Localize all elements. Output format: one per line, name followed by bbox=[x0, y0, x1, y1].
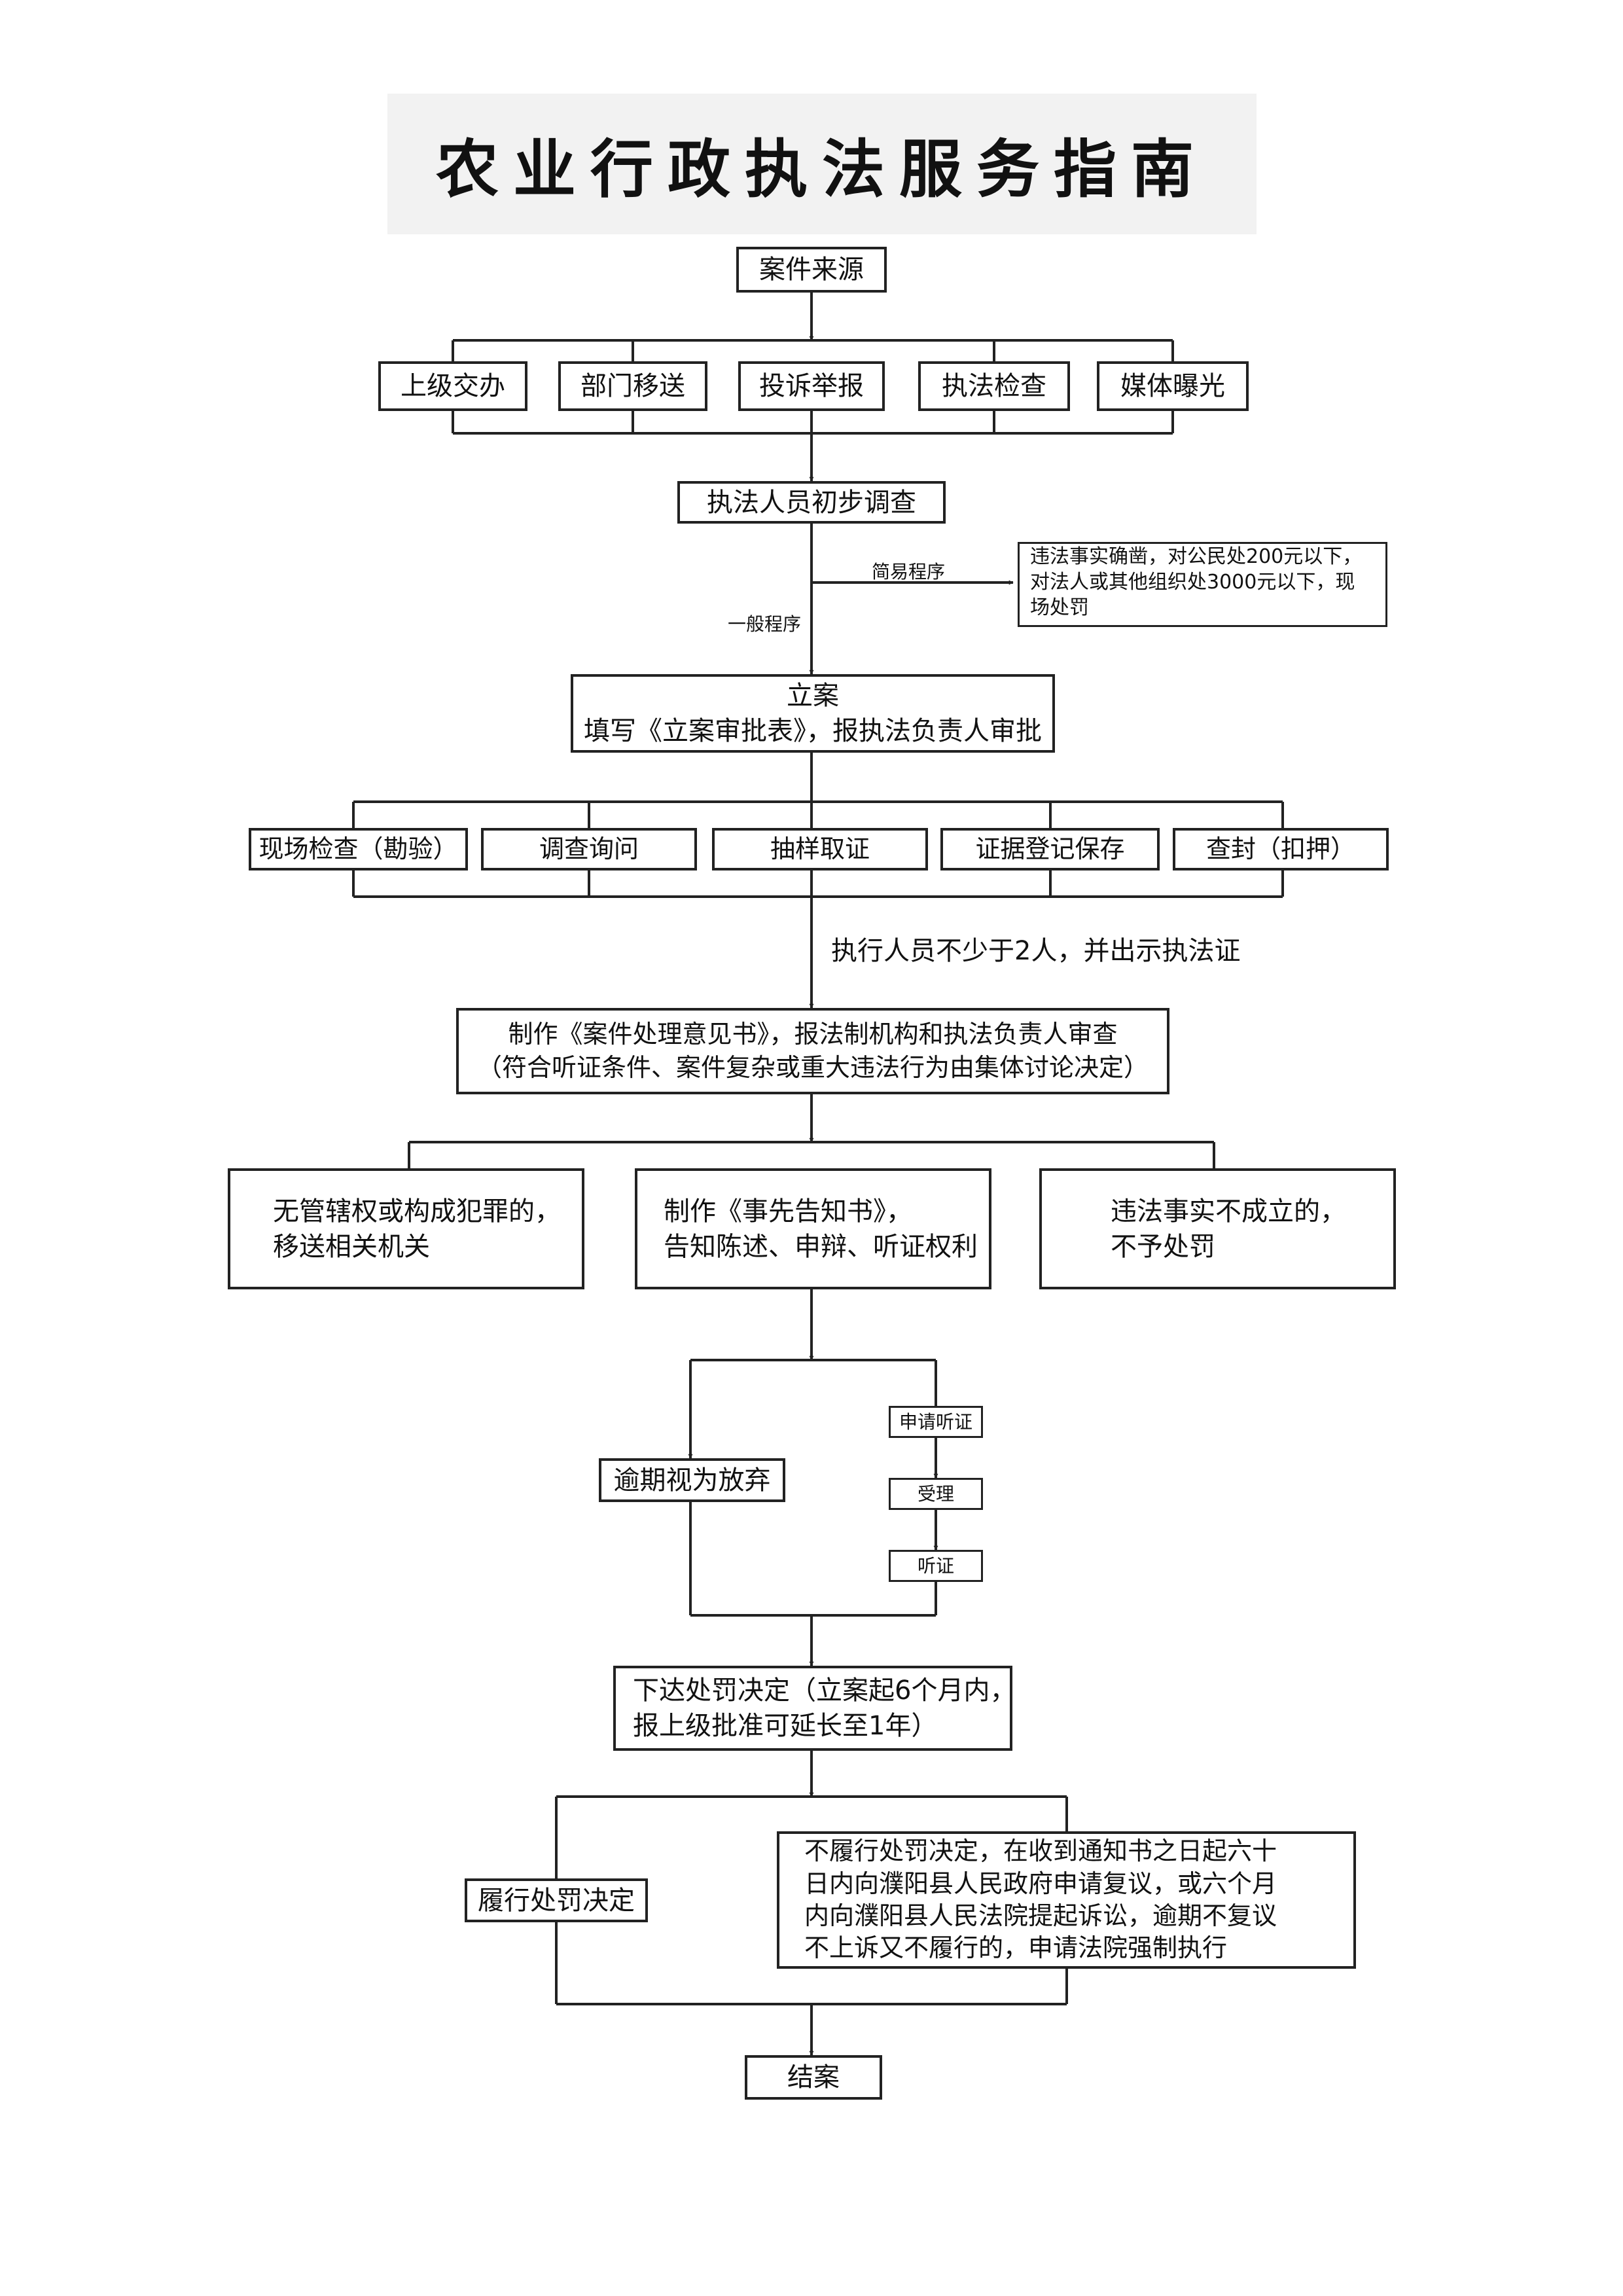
evidence-seal-seize: 查封（扣押） bbox=[1173, 828, 1389, 870]
penalty-decision-line: 下达处罚决定（立案起6个月内， bbox=[633, 1676, 1016, 1706]
channel-department-transfer: 部门移送 bbox=[558, 361, 707, 411]
evidence-sampling: 抽样取证 bbox=[712, 828, 928, 870]
page-title: 农业行政执法服务指南 bbox=[436, 133, 1208, 206]
simple-result-line: 对法人或其他组织处3000元以下，现 bbox=[1030, 571, 1355, 594]
outcome-line: 移送相关机关 bbox=[273, 1231, 430, 1262]
non-fulfill-line: 日内向濮阳县人民政府申请复议，或六个月 bbox=[804, 1869, 1277, 1898]
evidence-interview: 调查询问 bbox=[481, 828, 697, 870]
simple-procedure-result-box: 违法事实确凿，对公民处200元以下， 对法人或其他组织处3000元以下，现 场处… bbox=[1018, 542, 1387, 627]
hearing-box: 听证 bbox=[889, 1550, 983, 1582]
outcome-line: 制作《事先告知书》， bbox=[664, 1196, 912, 1227]
outcome-no-jurisdiction-box: 无管辖权或构成犯罪的， 移送相关机关 bbox=[228, 1168, 584, 1289]
case-opinion-box: 制作《案件处理意见书》，报法制机构和执法负责人审查 （符合听证条件、案件复杂或重… bbox=[456, 1008, 1169, 1094]
initial-investigation-box: 执法人员初步调查 bbox=[677, 481, 946, 524]
simple-result-line: 场处罚 bbox=[1030, 596, 1089, 619]
outcome-line: 不予处罚 bbox=[1111, 1231, 1215, 1262]
penalty-decision-line: 报上级批准可延长至1年） bbox=[633, 1711, 938, 1741]
outcome-line: 无管辖权或构成犯罪的， bbox=[273, 1196, 561, 1227]
overdue-waiver-box: 逾期视为放弃 bbox=[599, 1458, 785, 1502]
opinion-line: （符合听证条件、案件复杂或重大违法行为由集体讨论决定） bbox=[476, 1053, 1149, 1082]
general-procedure-label: 一般程序 bbox=[728, 613, 802, 635]
case-source-box: 案件来源 bbox=[736, 247, 887, 293]
non-fulfill-line: 不履行处罚决定，在收到通知书之日起六十 bbox=[804, 1837, 1277, 1866]
enforcer-note: 执行人员不少于2人，并出示执法证 bbox=[831, 936, 1241, 966]
outcome-no-violation-box: 违法事实不成立的， 不予处罚 bbox=[1039, 1168, 1396, 1289]
non-fulfill-line: 内向濮阳县人民法院提起诉讼，逾期不复议 bbox=[804, 1901, 1277, 1930]
evidence-onsite-inspection: 现场检查（勘验） bbox=[249, 828, 468, 870]
title-banner: 农业行政执法服务指南 bbox=[387, 94, 1257, 234]
hearing-accept-box: 受理 bbox=[889, 1478, 983, 1510]
filing-title: 立案 bbox=[787, 681, 839, 711]
evidence-registration-preservation: 证据登记保存 bbox=[940, 828, 1160, 870]
opinion-line: 制作《案件处理意见书》，报法制机构和执法负责人审查 bbox=[508, 1019, 1118, 1049]
hearing-apply-box: 申请听证 bbox=[889, 1406, 983, 1438]
outcome-line: 违法事实不成立的， bbox=[1111, 1196, 1346, 1227]
filing-detail: 填写《立案审批表》，报执法负责人审批 bbox=[584, 716, 1042, 746]
simple-procedure-label: 简易程序 bbox=[872, 561, 946, 583]
simple-result-line: 违法事实确凿，对公民处200元以下， bbox=[1030, 545, 1363, 568]
outcome-prior-notice-box: 制作《事先告知书》， 告知陈述、申辩、听证权利 bbox=[635, 1168, 991, 1289]
channel-superior-assigned: 上级交办 bbox=[378, 361, 527, 411]
penalty-decision-box: 下达处罚决定（立案起6个月内， 报上级批准可延长至1年） bbox=[613, 1666, 1016, 1751]
channel-complaint-report: 投诉举报 bbox=[738, 361, 885, 411]
non-fulfill-box: 不履行处罚决定，在收到通知书之日起六十 日内向濮阳县人民政府申请复议，或六个月 … bbox=[777, 1831, 1356, 1969]
case-closed-box: 结案 bbox=[745, 2055, 882, 2100]
filing-box: 立案 填写《立案审批表》，报执法负责人审批 bbox=[571, 674, 1055, 753]
channel-law-enforcement-inspection: 执法检查 bbox=[918, 361, 1070, 411]
fulfill-decision-box: 履行处罚决定 bbox=[465, 1878, 648, 1922]
non-fulfill-line: 不上诉又不履行的，申请法院强制执行 bbox=[804, 1933, 1228, 1963]
outcome-line: 告知陈述、申辩、听证权利 bbox=[664, 1231, 978, 1262]
channel-media-exposure: 媒体曝光 bbox=[1097, 361, 1249, 411]
